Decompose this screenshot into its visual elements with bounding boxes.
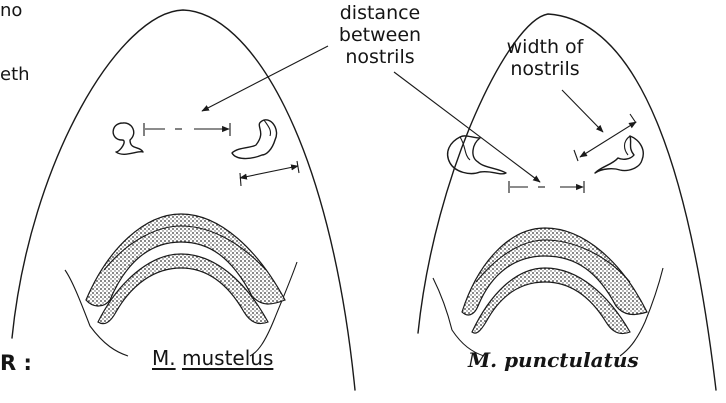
label-line: width of: [480, 36, 610, 58]
species-epithet: mustelus: [182, 346, 273, 370]
species-label-mustelus: M. mustelus: [152, 347, 273, 369]
species-label-punctulatus: M. punctulatus: [468, 349, 639, 371]
edge-text-fragment-bottom: R :: [0, 352, 32, 374]
edge-text-fragment-middle: eth: [0, 64, 30, 86]
label-distance-between-nostrils: distance between nostrils: [330, 2, 430, 68]
callout-arrow-distance-right: [394, 72, 540, 182]
label-line: nostrils: [480, 58, 610, 80]
label-line: nostrils: [330, 46, 430, 68]
head-outline-left: [12, 10, 355, 390]
callout-arrow-width: [562, 90, 603, 132]
callout-arrow-distance-left: [202, 46, 328, 111]
nostril-left-2: [232, 120, 277, 159]
nostril-right-2: [595, 136, 643, 173]
jaw-left: [65, 214, 297, 356]
edge-text-fragment-top: no: [0, 0, 22, 22]
species-genus-abbrev: M.: [152, 346, 176, 370]
nostril-right-1: [448, 136, 506, 174]
label-line: distance: [330, 2, 430, 24]
nostril-left-1: [113, 123, 143, 154]
snout-mustelus: [12, 10, 355, 390]
label-line: between: [330, 24, 430, 46]
jaw-right: [433, 228, 663, 356]
label-width-of-nostrils: width of nostrils: [480, 36, 610, 80]
